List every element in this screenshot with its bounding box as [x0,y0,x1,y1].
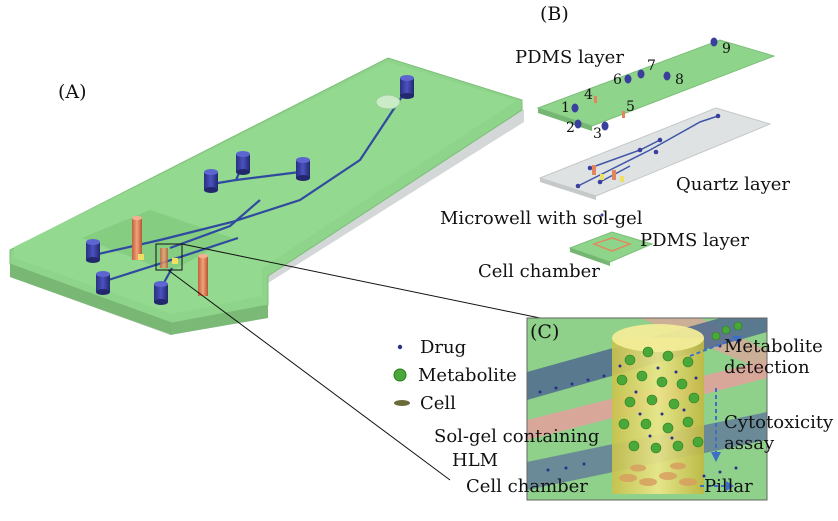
port-9: 9 [722,41,731,57]
legend-cell: Cell [420,393,456,414]
microwell-label: Microwell with sol-gel [440,208,643,229]
panel-a-label: (A) [58,81,87,103]
reservoir-4 [296,157,310,181]
pdms-bottom-label: PDMS layer [640,230,749,251]
reservoir-5 [86,239,100,263]
quartz-label: Quartz layer [676,174,790,195]
cell-chamber-label-c: Cell chamber [466,476,588,497]
metabolite-detection-2: detection [724,357,810,378]
cytotoxicity-1: Cytotoxicity [724,412,834,433]
port-3: 3 [593,126,602,142]
port-5: 5 [626,99,635,115]
legend-markers [393,344,410,406]
zoom-lines [167,243,541,481]
port-1: 1 [561,100,570,116]
port-7: 7 [647,58,656,74]
cytotoxicity-2: assay [724,433,775,454]
zoom-box [155,243,183,271]
port-8: 8 [675,72,684,88]
pillar-3 [160,248,168,268]
port-6: 6 [613,72,622,88]
cell-chamber-label-b: Cell chamber [478,261,600,282]
pillar-label: Pillar [704,476,753,497]
panel-c-label: (C) [530,321,559,343]
metabolite-detection-1: Metabolite [724,336,823,357]
flow-arrows [689,335,743,487]
legend-metabolite: Metabolite [418,365,517,386]
reservoir-3 [204,169,218,193]
metabolite-spheres [616,321,743,454]
solgel-label-2: HLM [452,450,498,471]
pillars [132,215,208,296]
port-2: 2 [566,120,575,136]
reservoirs [86,75,414,305]
panel-b-label: (B) [540,3,569,25]
pdms-top-label: PDMS layer [515,47,624,68]
port-4: 4 [584,87,593,103]
reservoir-1 [400,75,414,99]
legend-drug: Drug [420,337,466,358]
reservoir-2 [236,151,250,175]
pillar-1 [132,215,142,260]
metabolite-marker [393,368,407,382]
cell-marker [394,400,410,406]
outlet-hole [375,94,401,110]
text-labels: (A) (B) PDMS layer Quartz layer Microwel… [58,3,834,497]
pillar-2 [198,253,208,296]
reservoir-6 [96,271,110,295]
solgel-label-1: Sol-gel containing [434,426,599,447]
panel-a-chip [9,57,524,335]
drug-marker [397,344,403,350]
reservoir-7 [154,281,168,305]
panel-b-layers [536,37,776,266]
panel-c-zoom [526,317,768,501]
